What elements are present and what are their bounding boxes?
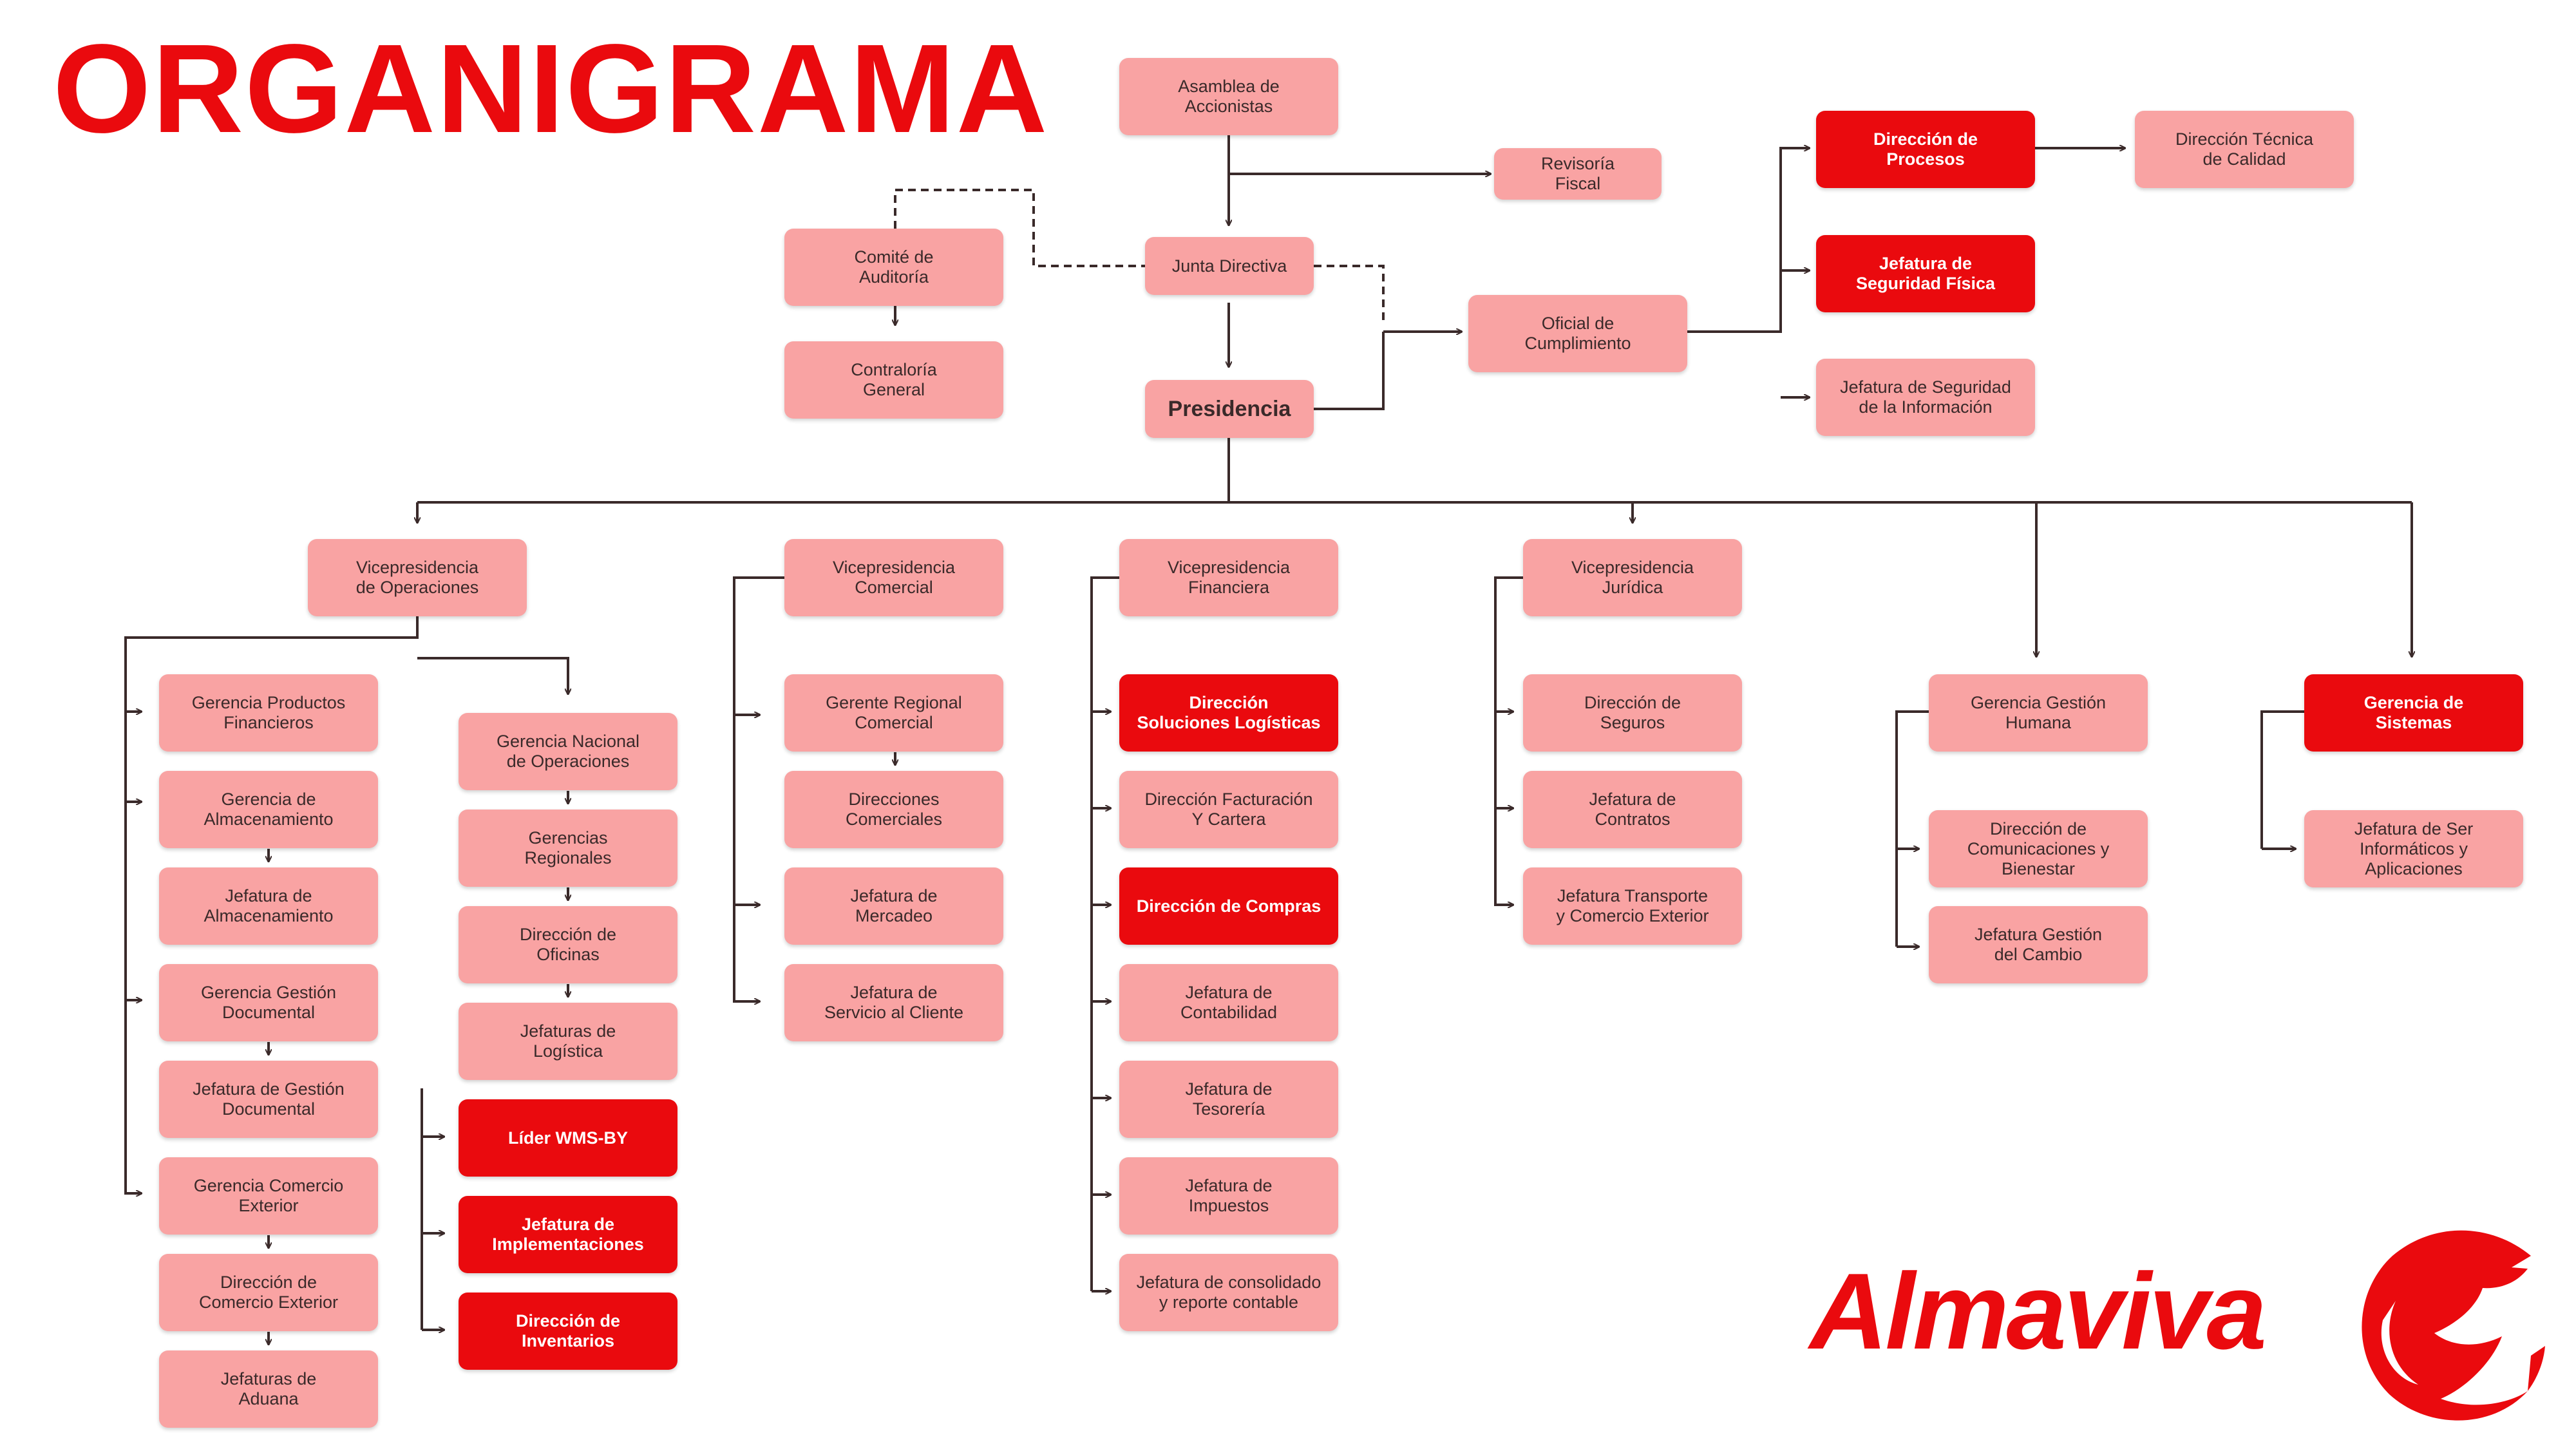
page-title: ORGANIGRAMA <box>53 18 1049 159</box>
node-vp-comercial: Vicepresidencia Comercial <box>784 539 1003 616</box>
node-jefatura-ser-informaticos: Jefatura de Ser Informáticos y Aplicacio… <box>2304 810 2523 887</box>
node-jefaturas-aduana: Jefaturas de Aduana <box>159 1350 378 1428</box>
node-gerencia-nacional-operaciones: Gerencia Nacional de Operaciones <box>459 713 677 790</box>
node-presidencia: Presidencia <box>1145 380 1314 438</box>
node-asamblea-de-accionistas: Asamblea de Accionistas <box>1119 58 1338 135</box>
node-vp-financiera: Vicepresidencia Financiera <box>1119 539 1338 616</box>
almaviva-logo: Almaviva <box>1810 1217 2557 1430</box>
node-jefatura-mercadeo: Jefatura de Mercadeo <box>784 867 1003 945</box>
node-vp-juridica: Vicepresidencia Jurídica <box>1523 539 1742 616</box>
node-jefatura-seguridad-fisica: Jefatura de Seguridad Física <box>1816 235 2035 312</box>
node-direccion-comunicaciones: Dirección de Comunicaciones y Bienestar <box>1929 810 2148 887</box>
node-jefatura-contabilidad: Jefatura de Contabilidad <box>1119 964 1338 1041</box>
node-direccion-soluciones-logisticas: Dirección Soluciones Logísticas <box>1119 674 1338 752</box>
node-direccion-seguros: Dirección de Seguros <box>1523 674 1742 752</box>
node-gerencia-comercio-exterior: Gerencia Comercio Exterior <box>159 1157 378 1235</box>
node-direccion-compras: Dirección de Compras <box>1119 867 1338 945</box>
node-jefatura-gestion-cambio: Jefatura Gestión del Cambio <box>1929 906 2148 983</box>
node-oficial-de-cumplimiento: Oficial de Cumplimiento <box>1468 295 1687 372</box>
node-jefatura-impuestos: Jefatura de Impuestos <box>1119 1157 1338 1235</box>
node-direccion-oficinas: Dirección de Oficinas <box>459 906 677 983</box>
node-direccion-facturacion-cartera: Dirección Facturación Y Cartera <box>1119 771 1338 848</box>
node-gerencia-gestion-humana: Gerencia Gestión Humana <box>1929 674 2148 752</box>
node-junta-directiva: Junta Directiva <box>1145 237 1314 295</box>
node-comite-de-auditoria: Comité de Auditoría <box>784 229 1003 306</box>
node-jefatura-contratos: Jefatura de Contratos <box>1523 771 1742 848</box>
node-jefatura-transporte: Jefatura Transporte y Comercio Exterior <box>1523 867 1742 945</box>
node-jefaturas-logistica: Jefaturas de Logística <box>459 1003 677 1080</box>
node-jefatura-almacenamiento: Jefatura de Almacenamiento <box>159 867 378 945</box>
node-lider-wms-by: Líder WMS-BY <box>459 1099 677 1177</box>
node-direccion-inventarios: Dirección de Inventarios <box>459 1293 677 1370</box>
node-jefatura-seguridad-informacion: Jefatura de Seguridad de la Información <box>1816 359 2035 436</box>
node-contraloria-general: Contraloría General <box>784 341 1003 419</box>
node-gerencia-almacenamiento: Gerencia de Almacenamiento <box>159 771 378 848</box>
node-jefatura-consolidado: Jefatura de consolidado y reporte contab… <box>1119 1254 1338 1331</box>
node-jefatura-gestion-documental: Jefatura de Gestión Documental <box>159 1061 378 1138</box>
node-jefatura-implementaciones: Jefatura de Implementaciones <box>459 1196 677 1273</box>
node-direccion-tecnica-de-calidad: Dirección Técnica de Calidad <box>2135 111 2354 188</box>
almaviva-bird-icon <box>2362 1230 2545 1421</box>
node-revisoria-fiscal: Revisoría Fiscal <box>1494 148 1662 200</box>
node-gerencia-gestion-documental: Gerencia Gestión Documental <box>159 964 378 1041</box>
node-vp-operaciones: Vicepresidencia de Operaciones <box>308 539 527 616</box>
node-gerencia-productos-financieros: Gerencia Productos Financieros <box>159 674 378 752</box>
node-jefatura-tesoreria: Jefatura de Tesorería <box>1119 1061 1338 1138</box>
node-direccion-comercio-exterior: Dirección de Comercio Exterior <box>159 1254 378 1331</box>
node-direcciones-comerciales: Direcciones Comerciales <box>784 771 1003 848</box>
node-gerencia-sistemas: Gerencia de Sistemas <box>2304 674 2523 752</box>
node-gerente-regional-comercial: Gerente Regional Comercial <box>784 674 1003 752</box>
node-direccion-de-procesos: Dirección de Procesos <box>1816 111 2035 188</box>
node-jefatura-servicio-cliente: Jefatura de Servicio al Cliente <box>784 964 1003 1041</box>
node-gerencias-regionales: Gerencias Regionales <box>459 810 677 887</box>
logo-wordmark: Almaviva <box>1810 1251 2267 1372</box>
